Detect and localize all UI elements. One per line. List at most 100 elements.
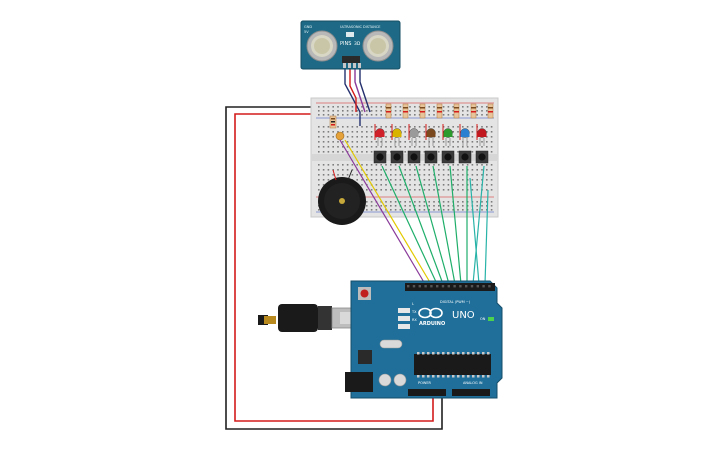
breadboard-hole [390, 146, 392, 148]
header-pin [436, 285, 439, 288]
chip-leg [432, 352, 435, 355]
sensor-echo-wire[interactable] [359, 68, 371, 113]
breadboard-hole [351, 136, 354, 138]
breadboard-hole [471, 179, 474, 181]
sensor-gnd-wire[interactable] [344, 68, 361, 126]
signal-wire[interactable] [398, 165, 444, 285]
breadboard-hole [418, 174, 421, 176]
breadboard-hole [322, 146, 325, 148]
breadboard-hole [462, 174, 464, 176]
breadboard-hole [442, 209, 445, 211]
breadboard-hole [447, 114, 450, 116]
breadboard-hole [442, 141, 445, 143]
breadboard-hole [361, 126, 363, 128]
breadboard-hole [351, 110, 354, 112]
breadboard-hole [486, 201, 488, 203]
sensor-trig-wire[interactable] [354, 68, 366, 113]
signal-wire[interactable] [469, 177, 480, 285]
breadboard-hole [332, 131, 334, 133]
breadboard-hole [399, 201, 402, 203]
breadboard-hole [457, 131, 459, 133]
resistor-band [386, 107, 391, 109]
breadboard-hole [466, 106, 469, 108]
breadboard-hole [370, 151, 373, 153]
breadboard-hole [457, 151, 459, 153]
signal-wire[interactable] [339, 139, 426, 285]
breadboard-hole [414, 110, 416, 112]
breadboard-hole [442, 169, 445, 171]
header-pin [459, 285, 462, 288]
breadboard-hole [471, 174, 474, 176]
breadboard-hole [390, 209, 392, 211]
breadboard-hole [471, 136, 474, 138]
breadboard-hole [428, 114, 430, 116]
chip-leg [417, 375, 420, 378]
breadboard-hole [452, 126, 454, 128]
breadboard-hole [346, 136, 349, 138]
breadboard-hole [370, 141, 373, 143]
breadboard-hole [481, 164, 483, 166]
breadboard-hole [394, 106, 397, 108]
breadboard-hole [322, 179, 325, 181]
breadboard-hole [375, 126, 378, 128]
breadboard-hole [486, 136, 488, 138]
breadboard-hole [380, 169, 382, 171]
header-pin [418, 285, 421, 288]
signal-wire[interactable] [472, 165, 485, 285]
chip-leg [417, 352, 420, 355]
header-pin [424, 285, 427, 288]
breadboard-hole [476, 164, 478, 166]
breadboard-hole [438, 209, 440, 211]
signal-wire[interactable] [484, 189, 489, 285]
breadboard-hole [481, 106, 483, 108]
breadboard-hole [423, 209, 426, 211]
breadboard-hole [447, 189, 450, 191]
breadboard-hole [385, 179, 387, 181]
breadboard-hole [438, 126, 440, 128]
breadboard-hole [342, 126, 344, 128]
breadboard-hole [433, 114, 435, 116]
breadboard-hole [414, 169, 416, 171]
breadboard-hole [318, 106, 320, 108]
breadboard-hole [380, 179, 382, 181]
red-power-wire[interactable] [234, 113, 434, 422]
signal-wire[interactable] [415, 165, 450, 285]
breadboard-hole [423, 205, 426, 207]
sensor-gnd-label: GND [304, 25, 312, 29]
breadboard-hole [327, 126, 330, 128]
breadboard-hole [428, 164, 430, 166]
breadboard-hole [433, 126, 435, 128]
breadboard-hole [370, 169, 373, 171]
signal-wire[interactable] [344, 139, 432, 285]
breadboard-hole [346, 164, 349, 166]
breadboard-hole [418, 184, 421, 186]
breadboard-hole [428, 110, 430, 112]
breadboard-hole [442, 201, 445, 203]
breadboard-hole [442, 126, 445, 128]
breadboard-hole [428, 184, 430, 186]
breadboard-hole [423, 189, 426, 191]
black-ground-wire[interactable] [225, 106, 443, 430]
breadboard-hole [322, 169, 325, 171]
resistor-band [471, 107, 476, 109]
breadboard-hole [342, 151, 344, 153]
breadboard-hole [380, 184, 382, 186]
breadboard-hole [447, 146, 450, 148]
chip-legs [417, 352, 490, 378]
signal-wire[interactable] [381, 165, 438, 285]
led-base [477, 133, 487, 137]
breadboard-hole [438, 189, 440, 191]
breadboard-hole [409, 164, 411, 166]
breadboard-hole [418, 131, 421, 133]
breadboard-hole [457, 179, 459, 181]
breadboard-hole [342, 164, 344, 166]
on-label: ON [480, 317, 486, 321]
breadboard-hole [423, 141, 426, 143]
signal-wire[interactable] [432, 165, 456, 285]
breadboard-hole [375, 141, 378, 143]
sensor-vcc-wire[interactable] [349, 68, 357, 112]
led-base [460, 133, 470, 137]
breadboard-hole [476, 174, 478, 176]
breadboard-hole [404, 179, 406, 181]
signal-wire[interactable] [449, 165, 462, 285]
